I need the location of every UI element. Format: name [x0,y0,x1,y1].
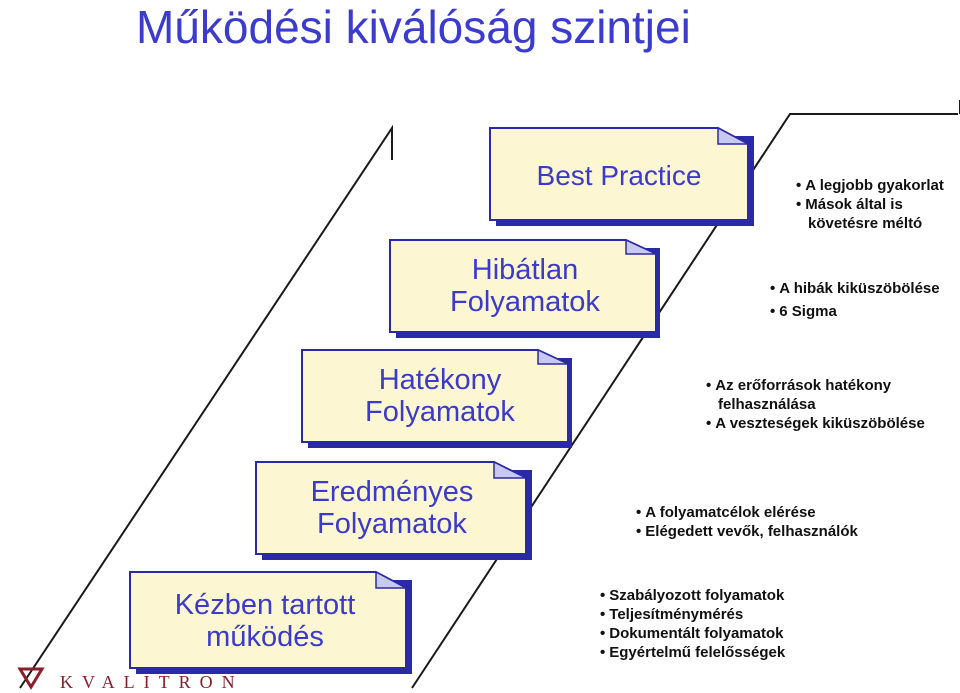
page-title: Működési kiválóság szintjei [136,1,691,53]
box-label-best-practice: Best Practice [494,150,744,202]
box-level-2 [255,460,532,560]
bullet-icon: • [636,523,642,540]
box-level-5 [489,126,754,226]
box-label-line: Kézben tartott [174,588,356,621]
bullet-icon: • [636,504,642,521]
arrow-outline-left [19,124,393,689]
bullets-hatekony: •Az erőforrások hatékony felhasználása •… [706,376,925,433]
list-item: •Egyértelmű felelősségek [600,644,786,661]
box-label-line: Hibátlan [471,253,579,286]
list-item: •Teljesítménymérés [600,606,744,623]
box-label-line: működés [206,621,324,653]
bullet-icon: • [600,606,606,623]
list-item: •Elégedett vevők, felhasználók [636,523,858,540]
bullet-icon: • [600,625,606,642]
list-item: •6 Sigma [770,300,940,323]
box-label-line: Eredményes [310,475,474,508]
bullets-kezben-tartott: •Szabályozott folyamatok •Teljesítménymé… [600,586,785,662]
bullet-icon: • [770,303,776,320]
box-label-line: Folyamatok [365,396,515,428]
list-item: •Az erőforrások hatékony [706,377,892,394]
list-item: •Szabályozott folyamatok [600,587,785,604]
list-item: követésre méltó [808,215,923,232]
box-level-3 [301,348,572,448]
bullet-icon: • [796,177,802,194]
box-label-eredmenyes: Eredményes Folyamatok [262,468,522,548]
list-item: •A folyamatcélok elérése [636,504,816,521]
bullets-hibatlan: •A hibák kiküszöbölése •6 Sigma [770,277,940,323]
bullet-icon: • [600,587,606,604]
box-label-line: Best Practice [536,160,702,192]
arrow-outline-right [411,113,958,689]
box-level-1 [129,570,412,674]
list-item: •A veszteségek kiküszöbölése [706,415,925,432]
list-item: felhasználása [718,396,816,413]
box-label-kezben-tartott: Kézben tartott működés [134,580,396,662]
logo-mark-icon [17,667,45,690]
list-item: •A hibák kiküszöbölése [770,277,940,300]
bullet-icon: • [706,377,712,394]
box-label-line: Folyamatok [450,286,600,318]
list-item: •Dokumentált folyamatok [600,625,784,642]
bullet-icon: • [796,196,802,213]
bullet-icon: • [706,415,712,432]
box-level-4 [389,238,660,338]
bullets-eredmenyes: •A folyamatcélok elérése •Elégedett vevő… [636,503,858,541]
bullet-icon: • [770,280,776,297]
box-label-hibatlan: Hibátlan Folyamatok [400,246,650,326]
list-item: •A legjobb gyakorlat [796,177,944,194]
box-label-line: Hatékony [378,363,502,396]
box-label-hatekony: Hatékony Folyamatok [316,356,564,436]
bullets-best-practice: •A legjobb gyakorlat •Mások által is köv… [796,176,944,233]
box-label-line: Folyamatok [317,508,467,540]
bullet-icon: • [600,644,606,661]
company-logo: KVALITRON [60,672,244,692]
list-item: •Mások által is [796,196,903,213]
